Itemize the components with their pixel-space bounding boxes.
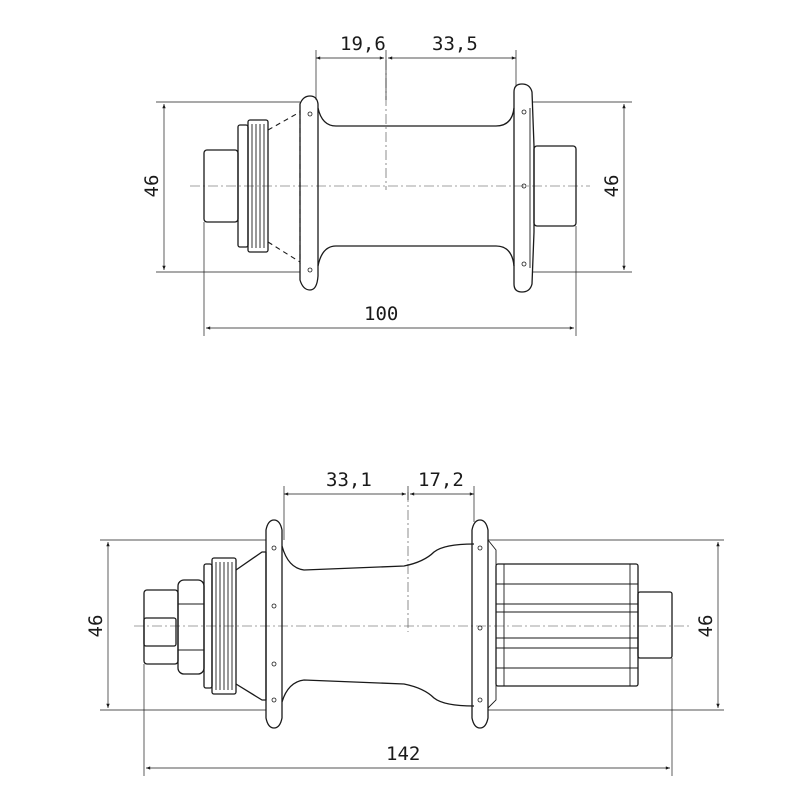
front-dim-19-6-label: 19,6: [340, 33, 386, 55]
rear-dim-left-diameter: [100, 539, 266, 711]
rear-spoke-holes: [271, 545, 483, 703]
front-centerlock-mount: [237, 119, 269, 253]
front-right-end-cap: [533, 145, 577, 227]
front-overall-width-label: 100: [364, 303, 398, 325]
rear-left-diameter-label: 46: [85, 615, 107, 638]
front-spoke-holes: [307, 109, 527, 273]
front-left-flange: [299, 95, 319, 291]
front-hub-body: [317, 107, 515, 267]
rear-freehub-body: [495, 563, 639, 687]
rear-dim-33-1-label: 33,1: [326, 469, 372, 491]
rear-dim-overall-width: [143, 658, 673, 776]
front-dim-left-diameter: [156, 101, 300, 273]
rear-left-flange: [265, 519, 283, 729]
rear-overall-width-label: 142: [386, 743, 420, 765]
rear-right-flange: [471, 519, 489, 729]
rear-hub-body: [281, 543, 475, 707]
front-left-diameter-label: 46: [141, 175, 163, 198]
rear-right-end-cap: [637, 591, 673, 659]
front-right-diameter-label: 46: [601, 175, 623, 198]
rear-dim-17-2-label: 17,2: [418, 469, 464, 491]
rear-dim-top: [283, 486, 475, 540]
front-hub: 19,6 33,5 46 46 100: [141, 33, 632, 336]
front-hidden-lines: [267, 110, 301, 264]
rear-hub: 33,1 17,2 46 46 142: [85, 469, 724, 776]
rear-dim-right-diameter: [488, 539, 724, 711]
rear-right-diameter-label: 46: [695, 615, 717, 638]
front-dim-right-diameter: [532, 101, 632, 273]
rear-left-axle-nut: [143, 579, 205, 675]
front-right-flange: [513, 83, 535, 293]
front-dim-overall-width: [203, 222, 577, 336]
front-dim-33-5-label: 33,5: [432, 33, 478, 55]
rear-centerlock-mount: [203, 557, 237, 695]
front-dim-top: [315, 50, 517, 100]
